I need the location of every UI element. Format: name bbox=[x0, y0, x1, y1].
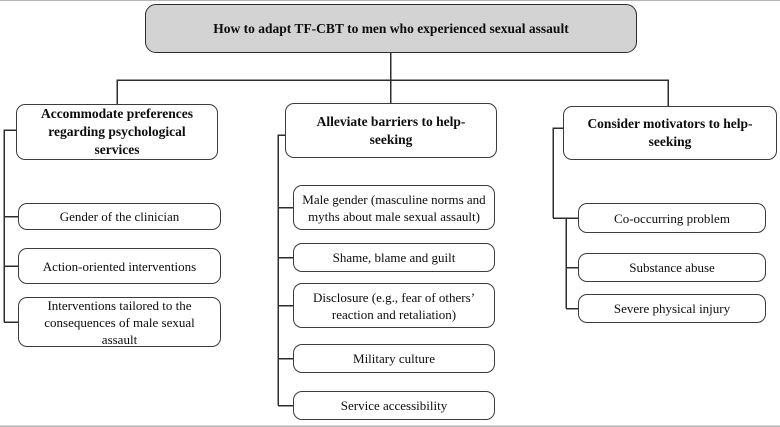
header-consider-motivators: Consider motivators to help- seeking bbox=[563, 106, 777, 160]
leaf-gender-of-the-clinician: Gender of the clinician bbox=[18, 203, 221, 230]
header-accommodate-preferences: Accommodate preferences regarding psycho… bbox=[16, 104, 218, 160]
leaf-military-culture: Military culture bbox=[293, 344, 495, 373]
leaf-action-oriented-interventions: Action-oriented interventions bbox=[18, 248, 221, 284]
leaf-co-occurring-problem: Co-occurring problem bbox=[578, 203, 766, 233]
leaf-disclosure-fear: Disclosure (e.g., fear of others’ reacti… bbox=[293, 283, 495, 328]
right-branch-connector bbox=[552, 127, 578, 310]
leaf-service-accessibility: Service accessibility bbox=[293, 391, 495, 420]
left-branch-connector bbox=[3, 129, 18, 323]
root-connector bbox=[116, 53, 669, 106]
leaf-severe-physical-injury: Severe physical injury bbox=[578, 294, 766, 323]
leaf-substance-abuse: Substance abuse bbox=[578, 253, 766, 282]
leaf-interventions-tailored-consequences: Interventions tailored to the consequenc… bbox=[18, 297, 221, 347]
leaf-male-gender-masculine-norms: Male gender (masculine norms and myths a… bbox=[293, 185, 495, 230]
leaf-shame-blame-guilt: Shame, blame and guilt bbox=[293, 243, 495, 272]
header-alleviate-barriers: Alleviate barriers to help- seeking bbox=[285, 103, 497, 158]
root-node: How to adapt TF-CBT to men who experienc… bbox=[145, 4, 637, 53]
middle-branch-connector bbox=[277, 134, 293, 407]
